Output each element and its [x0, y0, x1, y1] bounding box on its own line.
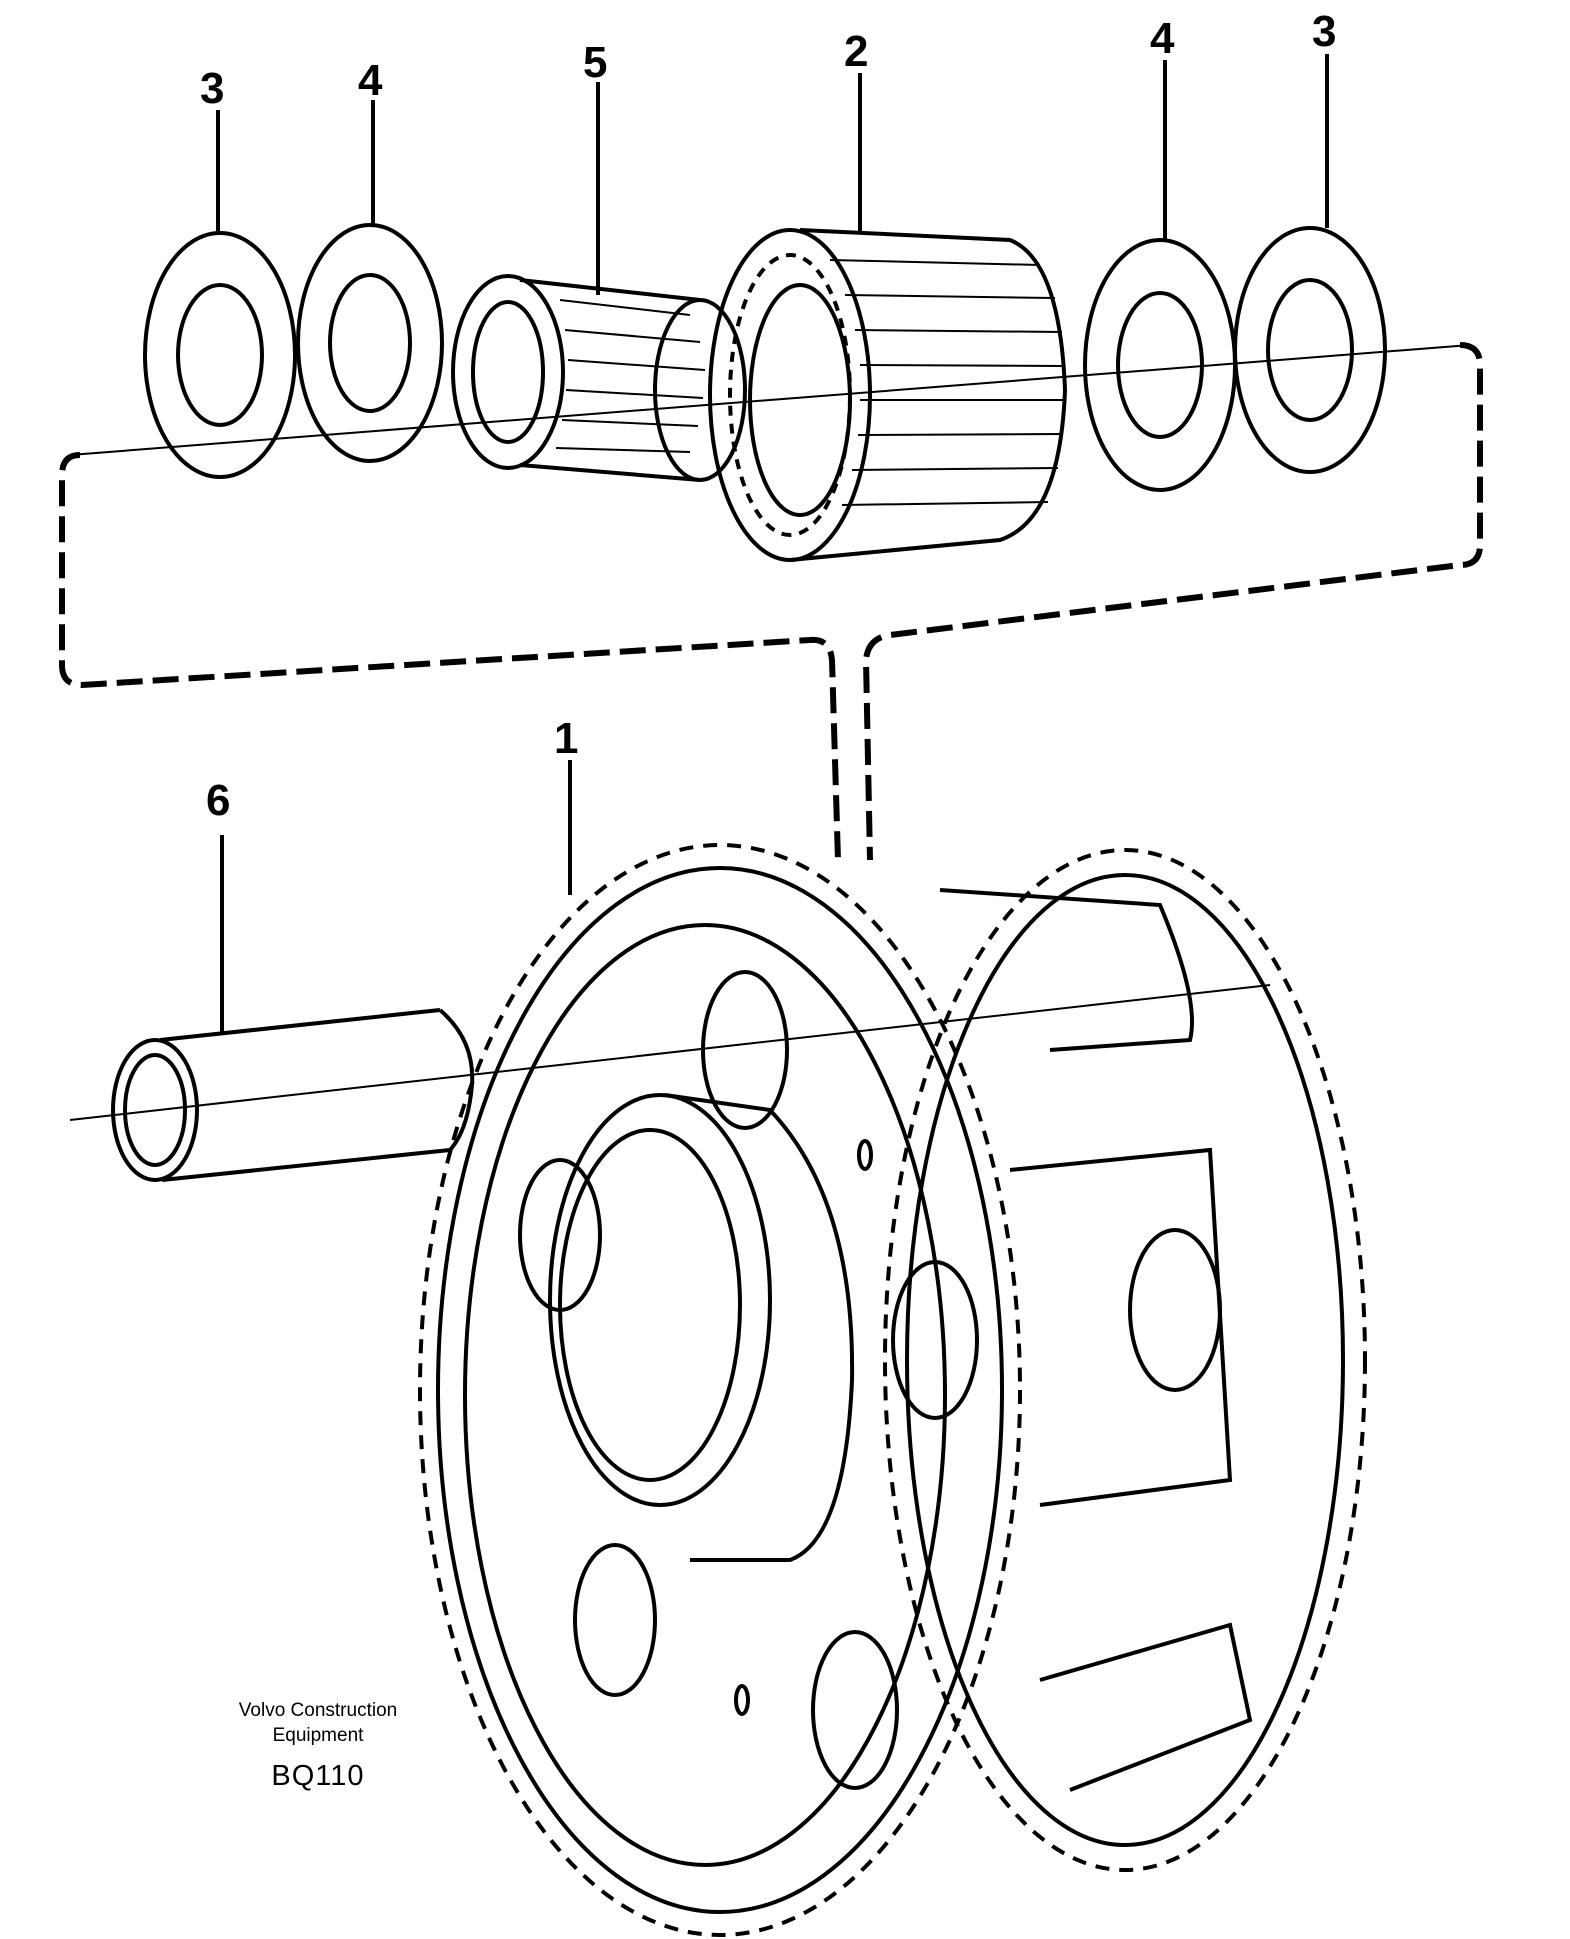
assembly-bracket	[59, 342, 1483, 861]
carrier-part-1-rear-gear	[883, 848, 1367, 1872]
callout-5: 5	[583, 38, 607, 87]
caption-company-line2: Equipment	[273, 1725, 365, 1746]
shim-part-4-left	[296, 223, 444, 463]
callout-4-right: 4	[1150, 14, 1175, 63]
callout-3-right: 3	[1312, 7, 1336, 56]
needle-bearing-part-5	[451, 274, 747, 482]
callout-6: 6	[206, 776, 230, 825]
callout-2: 2	[844, 27, 868, 76]
callout-4-left: 4	[358, 56, 383, 105]
lower-axis-line	[69, 984, 1271, 1121]
planet-gear-part-2	[708, 228, 1068, 562]
callout-1: 1	[554, 714, 578, 763]
callout-3-left: 3	[200, 64, 224, 113]
caption-company-line1: Volvo Construction	[239, 1700, 397, 1721]
leader-lines	[216, 54, 1329, 1035]
carrier-part-1-front-gear	[418, 843, 1022, 1937]
washer-part-3-right	[1233, 226, 1387, 474]
carrier-bridge	[939, 888, 1253, 1792]
washer-part-3-left	[143, 231, 297, 479]
caption-drawing-code: BQ110	[271, 1760, 364, 1792]
